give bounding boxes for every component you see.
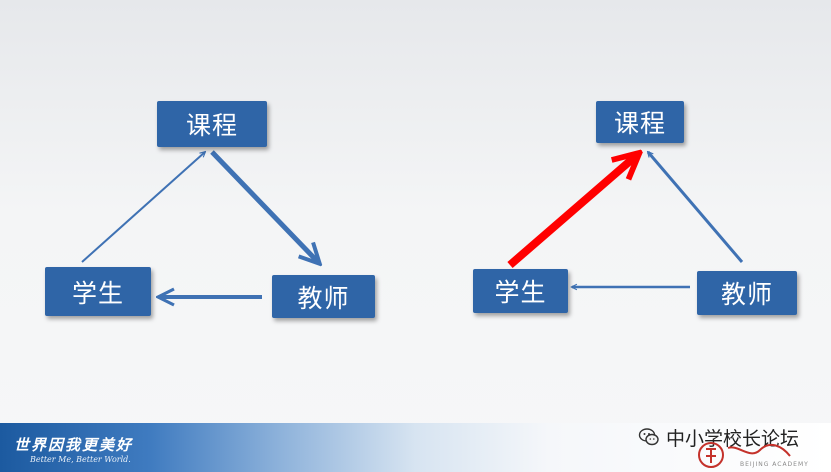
arrow-student-to-course-right	[507, 155, 637, 269]
node-teacher-right: 教师	[697, 271, 797, 315]
node-student-left-label: 学生	[71, 278, 124, 308]
arrow-course-to-teacher-left	[210, 150, 318, 262]
footer-motto-cn: 世界因我更美好	[14, 436, 134, 454]
node-course-left-label: 课程	[185, 111, 238, 140]
node-teacher-left-label: 教师	[297, 283, 350, 313]
wechat-icon	[638, 426, 660, 448]
node-student-left: 学生	[45, 267, 151, 316]
watermark-text: 中小学校长论坛	[666, 427, 800, 450]
node-student-right-label: 学生	[494, 278, 547, 307]
node-student-right: 学生	[473, 269, 568, 313]
footer-motto-en: Better Me, Better World.	[30, 455, 131, 464]
node-course-right: 课程	[596, 101, 684, 143]
logo-subtitle: BEIJING ACADEMY	[740, 461, 809, 468]
school-logo-icon	[698, 442, 791, 468]
node-teacher-right-label: 教师	[720, 280, 773, 309]
node-course-left: 课程	[157, 101, 267, 147]
wechat-watermark: 中小学校长论坛	[638, 424, 799, 450]
node-teacher-left: 教师	[272, 275, 375, 318]
node-course-right-label: 课程	[613, 109, 666, 138]
footer-band	[0, 423, 831, 472]
arrow-teacher-to-course-right	[648, 152, 744, 263]
arrow-student-to-course-left	[81, 152, 205, 263]
